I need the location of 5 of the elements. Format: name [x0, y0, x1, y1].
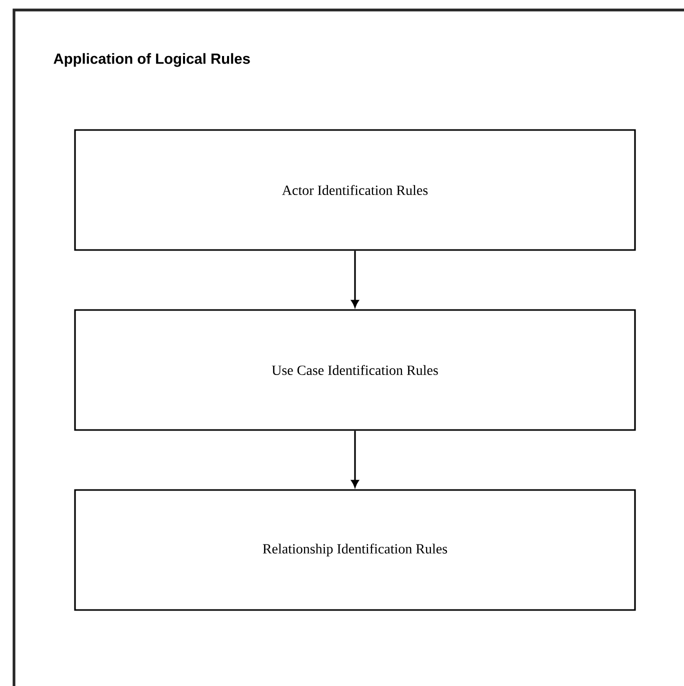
- arrow: [351, 430, 359, 488]
- process-box: Actor Identification Rules: [74, 129, 636, 251]
- process-box: Use Case Identification Rules: [74, 309, 636, 431]
- arrow: [351, 250, 359, 308]
- process-box: Relationship Identification Rules: [74, 489, 636, 611]
